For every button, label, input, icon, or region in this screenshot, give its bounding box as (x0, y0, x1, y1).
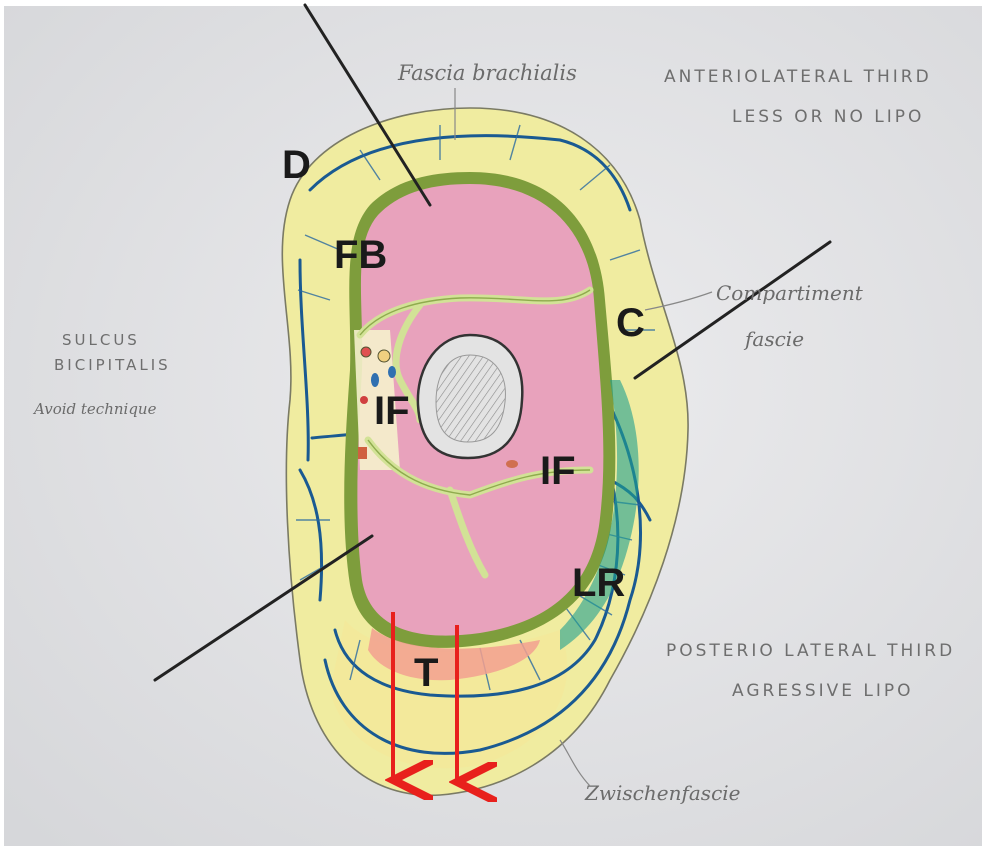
note-sulcus-line2: BICIPITALIS (54, 356, 171, 374)
label-C: C (616, 301, 645, 345)
note-zwischenfascie: Zwischenfascie (584, 781, 741, 805)
label-IF-medial: IF (374, 389, 410, 433)
note-fascia-brachialis: Fascia brachialis (397, 61, 577, 85)
label-LR: LR (572, 561, 625, 605)
label-IF-lateral: IF (540, 449, 576, 493)
note-posterolateral-line2: AGRESSIVE LIPO (732, 681, 914, 701)
label-T: T (414, 651, 438, 695)
note-anterolateral-line2: LESS OR NO LIPO (732, 107, 924, 127)
note-anterolateral-line1: ANTERIOLATERAL THIRD (664, 67, 932, 87)
note-sulcus-line3: Avoid technique (32, 400, 157, 418)
label-FB: FB (334, 233, 387, 277)
note-compartment-line1: Compartiment (716, 281, 864, 305)
label-D: D (282, 143, 311, 187)
note-posterolateral-line1: POSTERIO LATERAL THIRD (666, 641, 955, 661)
note-sulcus-line1: SULCUS (62, 331, 140, 349)
note-compartment-line2: fascie (743, 327, 804, 351)
bone-marrow (436, 355, 505, 442)
